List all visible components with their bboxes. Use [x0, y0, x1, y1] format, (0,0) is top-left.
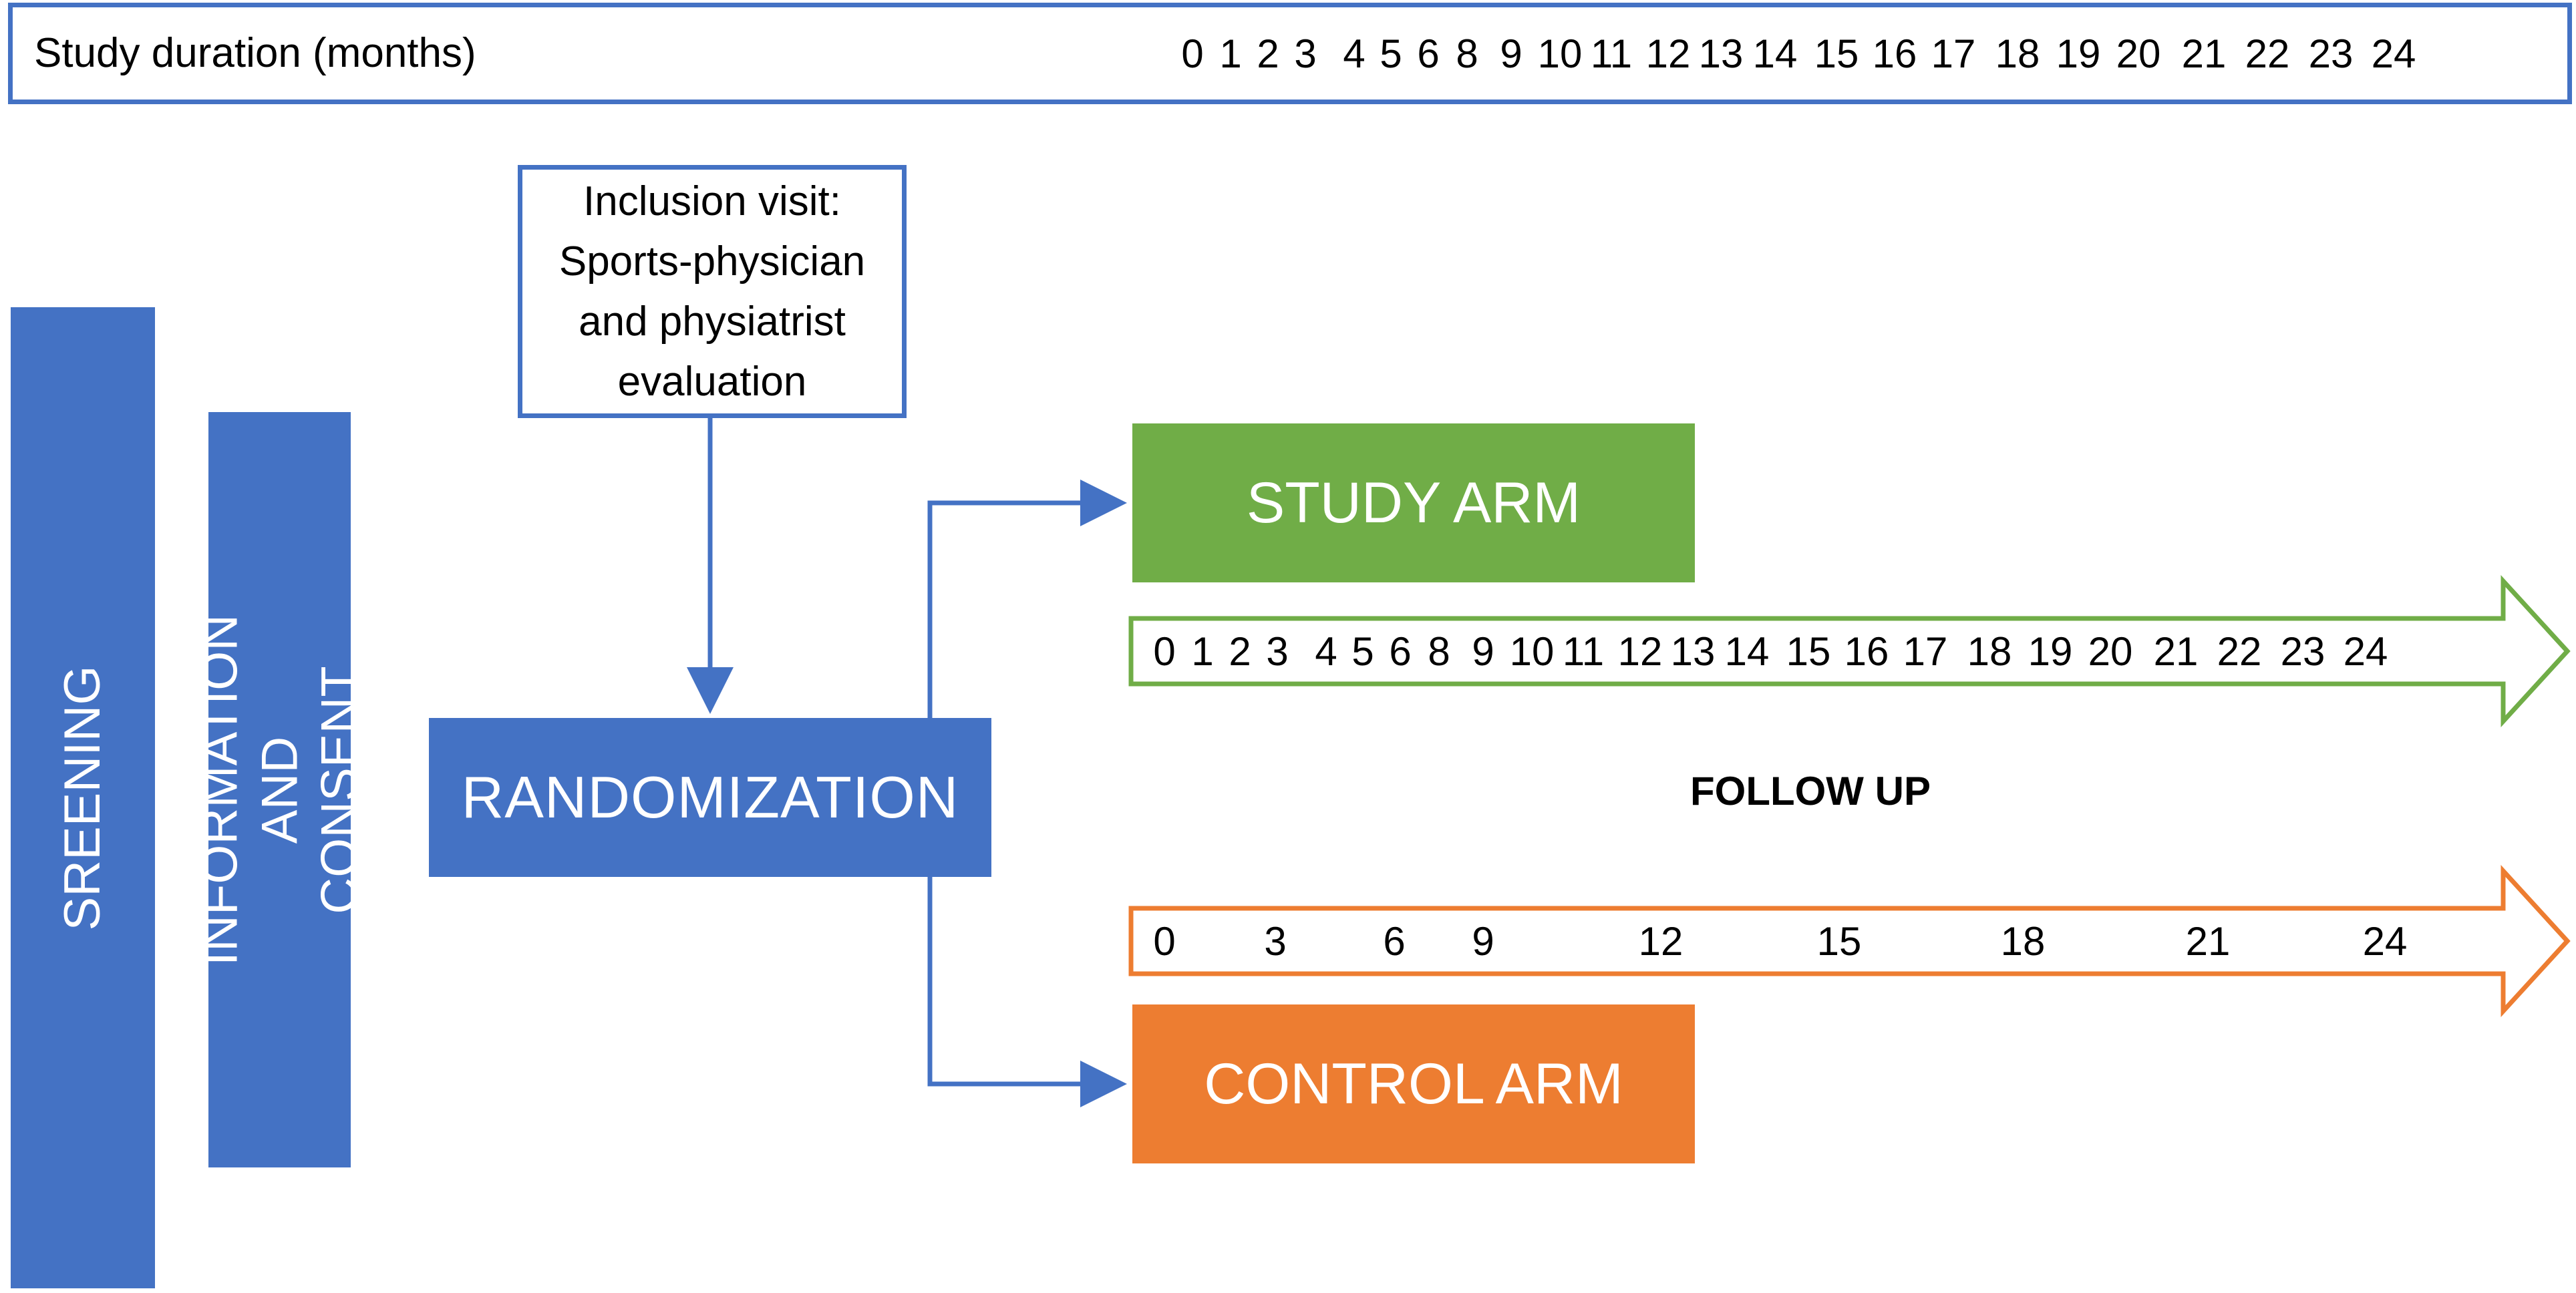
header-month-tick-15: 15 [1814, 31, 1859, 76]
header-month-tick-13: 13 [1698, 31, 1744, 76]
study-arm-block: STUDY ARM [1132, 423, 1695, 582]
study-month-tick-9: 9 [1472, 628, 1494, 674]
header-month-tick-19: 19 [2056, 31, 2101, 76]
study-month-tick-20: 20 [2088, 628, 2133, 674]
control-month-tick-24: 24 [2362, 918, 2408, 964]
study-month-tick-5: 5 [1351, 628, 1374, 674]
control-month-tick-15: 15 [1816, 918, 1862, 964]
header-month-tick-8: 8 [1456, 31, 1478, 76]
study-month-tick-14: 14 [1724, 628, 1770, 674]
study-month-tick-6: 6 [1389, 628, 1412, 674]
study-month-tick-21: 21 [2153, 628, 2199, 674]
control-month-tick-3: 3 [1264, 918, 1287, 964]
inclusion-visit-label: Inclusion visit: Sports-physician and ph… [558, 178, 866, 405]
header-month-tick-3: 3 [1294, 31, 1317, 76]
header-month-tick-17: 17 [1931, 31, 1976, 76]
study-month-tick-0: 0 [1153, 628, 1176, 674]
study-month-tick-23: 23 [2280, 628, 2325, 674]
study-timeline-arrow [1128, 574, 2571, 728]
randomization-label: RANDOMIZATION [461, 764, 959, 830]
header-month-tick-9: 9 [1500, 31, 1522, 76]
header-month-tick-22: 22 [2245, 31, 2290, 76]
header-month-tick-1: 1 [1219, 31, 1242, 76]
study-duration-label: Study duration (months) [34, 30, 476, 76]
control-month-tick-18: 18 [2000, 918, 2046, 964]
study-month-tick-15: 15 [1786, 628, 1831, 674]
study-month-tick-1: 1 [1191, 628, 1214, 674]
study-arm-label: STUDY ARM [1246, 470, 1581, 535]
study-month-tick-19: 19 [2028, 628, 2073, 674]
header-month-tick-6: 6 [1417, 31, 1440, 76]
header-month-tick-21: 21 [2181, 31, 2227, 76]
randomization-to-study-arrow [927, 480, 1127, 718]
header-month-tick-10: 10 [1537, 31, 1583, 76]
randomization-to-control-arrow [927, 877, 1127, 1107]
study-month-tick-4: 4 [1315, 628, 1337, 674]
control-arm-label: CONTROL ARM [1204, 1051, 1623, 1116]
study-month-tick-10: 10 [1509, 628, 1555, 674]
study-month-tick-24: 24 [2343, 628, 2388, 674]
header-month-tick-11: 11 [1590, 31, 1633, 76]
header-month-tick-24: 24 [2371, 31, 2416, 76]
control-month-tick-6: 6 [1383, 918, 1406, 964]
header-month-tick-23: 23 [2308, 31, 2354, 76]
study-month-tick-12: 12 [1617, 628, 1663, 674]
study-month-tick-22: 22 [2217, 628, 2262, 674]
information-consent-label: INFORMATION AND CONSENT [190, 614, 368, 966]
randomization-block: RANDOMIZATION [429, 718, 991, 877]
study-month-tick-3: 3 [1266, 628, 1289, 674]
study-month-tick-11: 11 [1562, 628, 1605, 674]
study-month-tick-13: 13 [1670, 628, 1716, 674]
header-month-tick-20: 20 [2116, 31, 2161, 76]
control-month-tick-9: 9 [1472, 918, 1494, 964]
information-consent-block: INFORMATION AND CONSENT [191, 412, 367, 1167]
follow-up-label: FOLLOW UP [1690, 769, 1931, 813]
header-month-tick-16: 16 [1872, 31, 1917, 76]
study-month-tick-8: 8 [1428, 628, 1450, 674]
header-month-tick-4: 4 [1343, 31, 1365, 76]
control-month-tick-12: 12 [1638, 918, 1683, 964]
header-month-tick-5: 5 [1380, 31, 1402, 76]
control-arm-block: CONTROL ARM [1132, 1004, 1695, 1163]
header-month-tick-14: 14 [1752, 31, 1798, 76]
inclusion-visit-box: Inclusion visit: Sports-physician and ph… [518, 165, 907, 418]
study-month-tick-18: 18 [1967, 628, 2012, 674]
study-month-tick-2: 2 [1229, 628, 1251, 674]
control-timeline: 0 3 6 9 12 15 18 21 24 [1131, 908, 2503, 974]
control-month-tick-21: 21 [2185, 918, 2231, 964]
header-month-tick-0: 0 [1181, 31, 1204, 76]
screening-block: SREENING [11, 307, 155, 1288]
study-month-tick-16: 16 [1844, 628, 1889, 674]
header-month-tick-18: 18 [1995, 31, 2040, 76]
study-month-tick-17: 17 [1903, 628, 1948, 674]
control-timeline-arrow [1128, 864, 2571, 1018]
screening-label: SREENING [54, 665, 112, 930]
header-month-tick-2: 2 [1257, 31, 1279, 76]
control-month-tick-0: 0 [1153, 918, 1176, 964]
header-month-tick-12: 12 [1645, 31, 1691, 76]
